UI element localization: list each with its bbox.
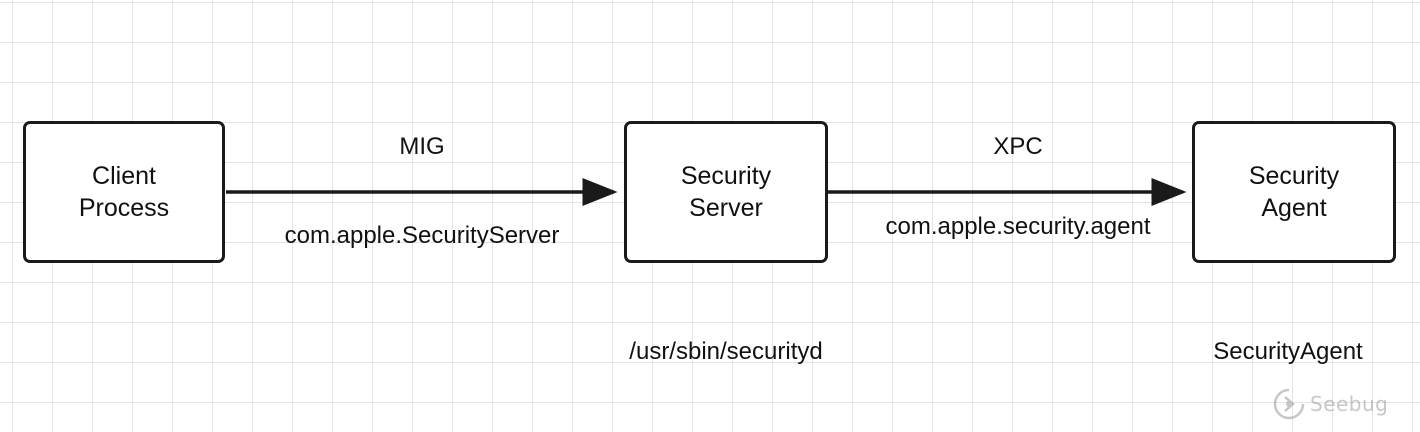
watermark-text: Seebug [1310,392,1389,416]
watermark: Seebug [1272,386,1402,422]
edge-label-xpc: XPC [993,133,1043,160]
node-security-agent-label: Security Agent [1248,162,1340,222]
path-label-securityd: /usr/sbin/securityd [629,338,823,365]
seebug-logo-icon [1273,388,1305,420]
node-security-server-label: Security Server [680,162,772,222]
node-security-server: Security Server [624,121,828,263]
node-client-process-label: Client Process [78,162,170,222]
edge-label-security-agent-service: com.apple.security.agent [885,213,1151,240]
path-label-security-agent: SecurityAgent [1213,338,1363,365]
edge-label-mig: MIG [399,133,445,160]
node-security-agent: Security Agent [1192,121,1396,263]
edge-label-security-server-service: com.apple.SecurityServer [284,222,560,249]
node-client-process: Client Process [23,121,225,263]
